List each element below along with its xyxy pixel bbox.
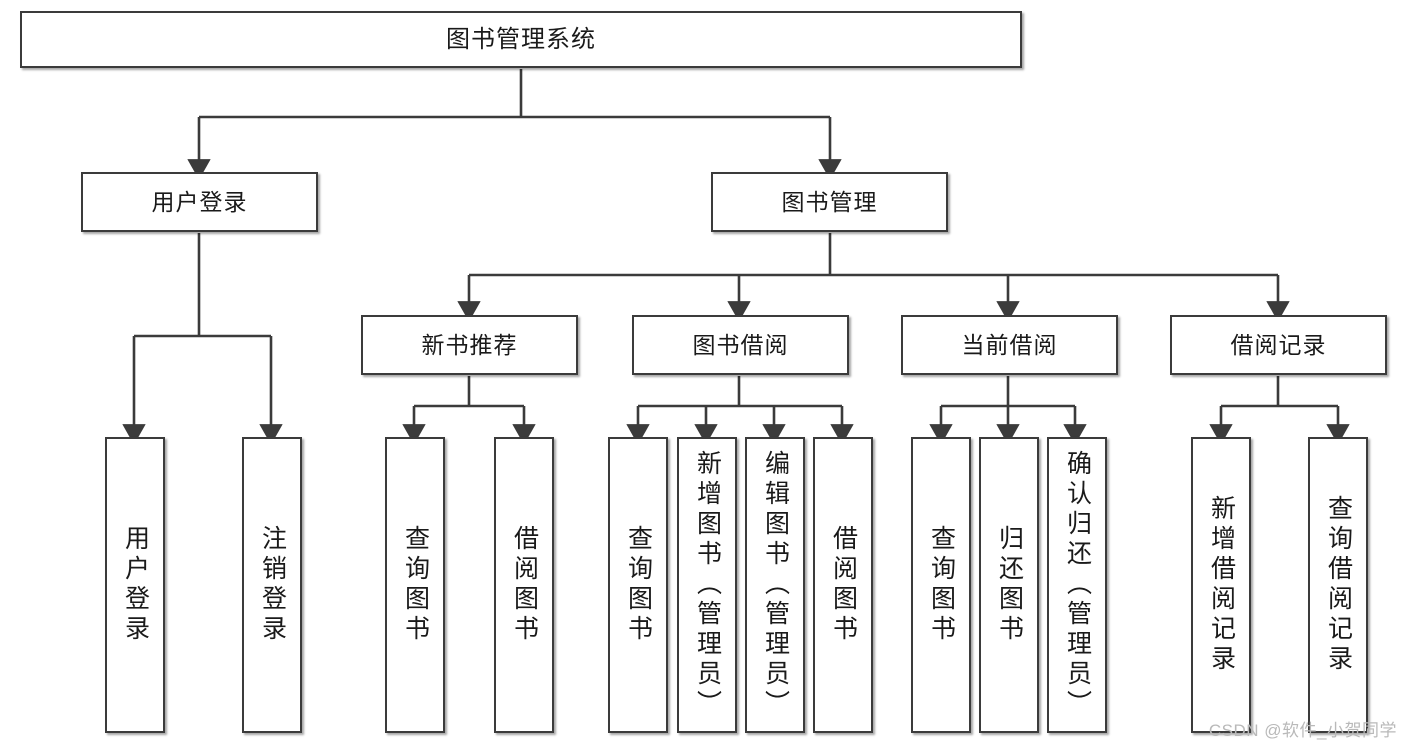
node-label: 确认归还（管理员） bbox=[1063, 450, 1092, 720]
node-label: 借阅图书 bbox=[829, 525, 858, 645]
leaf-current-borrow-query[interactable]: 查询图书 bbox=[911, 437, 971, 733]
leaf-user-login-signout[interactable]: 注销登录 bbox=[242, 437, 302, 733]
node-label: 注销登录 bbox=[258, 525, 287, 645]
node-label: 查询图书 bbox=[927, 525, 956, 645]
node-label: 用户登录 bbox=[151, 188, 248, 215]
node-label: 借阅记录 bbox=[1230, 331, 1327, 358]
node-label: 编辑图书（管理员） bbox=[761, 450, 790, 720]
node-user-login[interactable]: 用户登录 bbox=[81, 172, 318, 232]
node-label: 新书推荐 bbox=[421, 331, 518, 358]
node-current-borrow[interactable]: 当前借阅 bbox=[901, 315, 1118, 375]
node-label: 图书借阅 bbox=[692, 331, 789, 358]
leaf-current-borrow-return[interactable]: 归还图书 bbox=[979, 437, 1039, 733]
node-label: 图书管理系统 bbox=[446, 25, 596, 53]
node-label: 查询图书 bbox=[401, 525, 430, 645]
leaf-current-borrow-confirm-return[interactable]: 确认归还（管理员） bbox=[1047, 437, 1107, 733]
node-label: 查询借阅记录 bbox=[1324, 495, 1353, 675]
node-label: 借阅图书 bbox=[510, 525, 539, 645]
leaf-book-borrow-edit[interactable]: 编辑图书（管理员） bbox=[745, 437, 805, 733]
node-label: 新增借阅记录 bbox=[1207, 495, 1236, 675]
node-label: 图书管理 bbox=[781, 188, 878, 215]
leaf-book-borrow-borrow[interactable]: 借阅图书 bbox=[813, 437, 873, 733]
node-label: 用户登录 bbox=[121, 525, 150, 645]
node-label: 归还图书 bbox=[995, 525, 1024, 645]
leaf-book-borrow-add[interactable]: 新增图书（管理员） bbox=[677, 437, 737, 733]
leaf-book-borrow-query[interactable]: 查询图书 bbox=[608, 437, 668, 733]
leaf-user-login-signin[interactable]: 用户登录 bbox=[105, 437, 165, 733]
node-root-system[interactable]: 图书管理系统 bbox=[20, 11, 1022, 68]
node-label: 新增图书（管理员） bbox=[693, 450, 722, 720]
leaf-new-book-query[interactable]: 查询图书 bbox=[385, 437, 445, 733]
csdn-watermark: CSDN @软件_小贺同学 bbox=[1208, 721, 1397, 740]
leaf-borrow-record-add[interactable]: 新增借阅记录 bbox=[1191, 437, 1251, 733]
leaf-new-book-borrow[interactable]: 借阅图书 bbox=[494, 437, 554, 733]
node-label: 当前借阅 bbox=[961, 331, 1058, 358]
leaf-borrow-record-query[interactable]: 查询借阅记录 bbox=[1308, 437, 1368, 733]
node-book-borrow[interactable]: 图书借阅 bbox=[632, 315, 849, 375]
node-borrow-record[interactable]: 借阅记录 bbox=[1170, 315, 1387, 375]
node-book-management[interactable]: 图书管理 bbox=[711, 172, 948, 232]
node-new-book-recommend[interactable]: 新书推荐 bbox=[361, 315, 578, 375]
node-label: 查询图书 bbox=[624, 525, 653, 645]
